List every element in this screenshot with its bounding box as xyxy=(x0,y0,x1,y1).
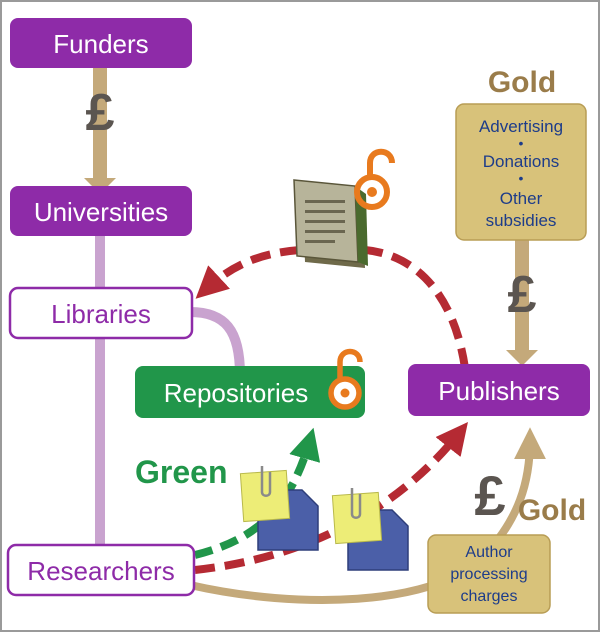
libraries-label: Libraries xyxy=(51,299,151,329)
libraries-repositories-line xyxy=(189,307,245,376)
gold-item-donations: Donations xyxy=(483,152,560,171)
researchers-box xyxy=(6,543,196,597)
gold-item-bullet-2: • xyxy=(519,170,524,186)
apc-box xyxy=(427,534,551,614)
libraries-box xyxy=(8,286,194,340)
gold-item-subsidies: subsidies xyxy=(486,211,557,230)
apc-line-2: processing xyxy=(450,566,527,583)
publishers-label: Publishers xyxy=(438,376,559,406)
gold-item-other: Other xyxy=(500,189,543,208)
repositories-box xyxy=(135,366,365,418)
apc-line-1: Author xyxy=(465,544,513,561)
apc-line-3: charges xyxy=(461,588,518,605)
pound-sign-top: £ xyxy=(86,84,115,142)
pound-sign-right: £ xyxy=(508,266,537,324)
funders-label: Funders xyxy=(53,29,148,59)
researchers-label: Researchers xyxy=(27,556,174,586)
gold-bottom-label: Gold xyxy=(518,494,586,527)
open-access-lock-icon xyxy=(354,148,395,210)
funders-box xyxy=(10,18,192,68)
journal-icon xyxy=(293,179,368,268)
repositories-label: Repositories xyxy=(164,378,309,408)
paper-note-icon-right xyxy=(331,488,409,571)
publishers-to-document-dashed xyxy=(364,246,469,369)
gold-subsidies-box xyxy=(455,103,587,241)
researchers-to-publishers-arrow xyxy=(194,421,468,574)
paper-note-icon-left xyxy=(239,466,319,551)
pound-sign-bottom: £ xyxy=(474,464,505,527)
repositories-lock-icon xyxy=(328,348,363,410)
document-to-libraries-arrow xyxy=(195,246,301,299)
gold-title: Gold xyxy=(488,66,556,99)
green-label: Green xyxy=(135,454,227,490)
universities-box xyxy=(10,186,192,236)
gold-subsidy-arrowhead xyxy=(506,350,538,366)
universities-label: Universities xyxy=(34,197,168,227)
publishers-box xyxy=(408,364,590,416)
gold-item-advertising: Advertising xyxy=(479,117,563,136)
gold-item-bullet-1: • xyxy=(519,135,524,151)
